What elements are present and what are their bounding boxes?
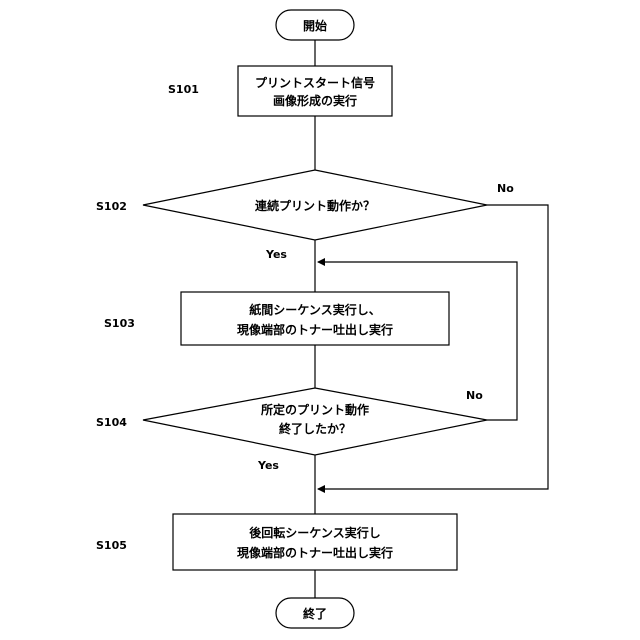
step-s105-id: S105 — [96, 539, 127, 552]
decision-s102-label: 連続プリント動作か？ — [255, 198, 375, 213]
decision-s102-no-label: No — [497, 182, 514, 195]
step-s105: S105 後回転シーケンス実行し 現像端部のトナー吐出し実行 — [96, 514, 457, 570]
decision-s104-line1: 所定のプリント動作 — [261, 402, 369, 417]
step-s101-line1: プリントスタート信号 — [255, 75, 375, 90]
step-s105-line1: 後回転シーケンス実行し — [249, 525, 380, 540]
decision-s102-id: S102 — [96, 200, 127, 213]
step-s105-box — [173, 514, 457, 570]
end-terminal-label: 終了 — [303, 606, 327, 621]
decision-s102-yes-label: Yes — [265, 248, 287, 261]
step-s103-line2: 現像端部のトナー吐出し実行 — [237, 322, 393, 337]
step-s103-id: S103 — [104, 317, 135, 330]
step-s105-line2: 現像端部のトナー吐出し実行 — [237, 545, 393, 560]
step-s103-box — [181, 292, 449, 345]
step-s101-box — [238, 66, 392, 116]
step-s103: S103 紙間シーケンス実行し、 現像端部のトナー吐出し実行 — [104, 292, 449, 345]
step-s101-id: S101 — [168, 83, 199, 96]
start-terminal: 開始 — [276, 10, 354, 40]
decision-s104-line2: 終了したか？ — [279, 421, 351, 436]
decision-s104: S104 所定のプリント動作 終了したか？ Yes No — [96, 388, 487, 472]
decision-s104-no-label: No — [466, 389, 483, 402]
decision-s104-yes-label: Yes — [257, 459, 279, 472]
step-s103-line1: 紙間シーケンス実行し、 — [249, 302, 380, 317]
decision-s104-id: S104 — [96, 416, 127, 429]
decision-s102: S102 連続プリント動作か？ Yes No — [96, 170, 514, 261]
end-terminal: 終了 — [276, 598, 354, 628]
step-s101-line2: 画像形成の実行 — [273, 93, 357, 108]
start-terminal-label: 開始 — [303, 18, 327, 33]
step-s101: S101 プリントスタート信号 画像形成の実行 — [168, 66, 392, 116]
